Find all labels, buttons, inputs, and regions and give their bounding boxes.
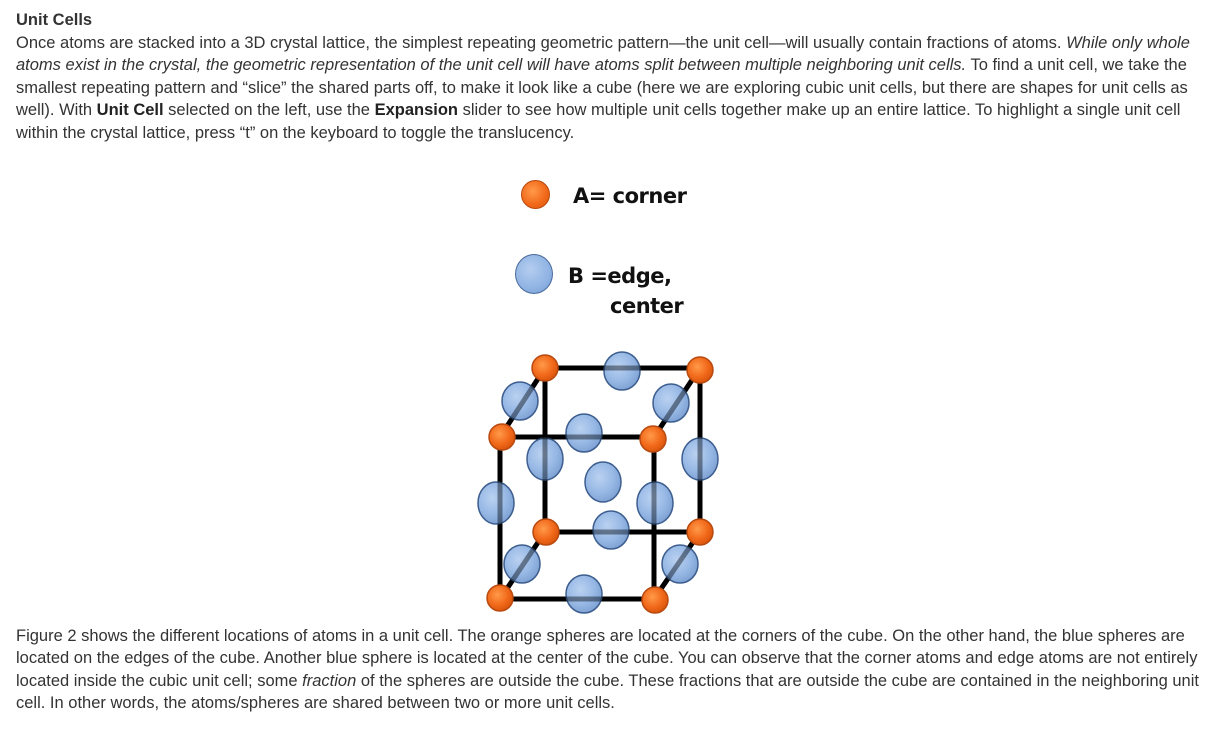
edge-atom <box>681 437 719 481</box>
intro-text-1: Once atoms are stacked into a 3D crystal… <box>16 34 1067 52</box>
intro-text-4: slider to see how multiple unit cells to… <box>16 101 1181 142</box>
cube-edges-front-overlay <box>497 365 703 602</box>
caption-text-1: Figure 2 shows the different locations o… <box>16 627 1198 690</box>
edge-atom <box>477 481 515 525</box>
edge-atom <box>565 413 603 453</box>
edge-atom <box>526 437 564 481</box>
caption-text-2: of the spheres are outside the cube. The… <box>16 671 1199 713</box>
edge-atom <box>503 544 541 584</box>
corner-atom <box>486 584 514 612</box>
center-atom <box>584 461 622 503</box>
corner-atom-legend-icon <box>521 180 550 209</box>
caption-italic-fraction: fraction <box>302 671 357 690</box>
edge-atom <box>565 574 603 614</box>
edge-atom <box>603 351 641 391</box>
corner-atom <box>686 518 714 546</box>
edge-atom <box>652 383 690 423</box>
unit-cell-diagram <box>477 351 719 614</box>
intro-text-3: selected on the left, use the <box>163 101 375 120</box>
corner-atom <box>641 586 669 614</box>
corner-atom <box>488 423 516 451</box>
edge-atom <box>501 381 539 421</box>
corner-atom <box>531 354 559 382</box>
corner-atom <box>686 356 714 384</box>
edge-atom <box>636 481 674 525</box>
orange-corner-atoms <box>486 354 714 614</box>
section-title: Unit Cells <box>16 11 93 29</box>
unit-cell-bold: Unit Cell <box>96 101 164 120</box>
edge-atom-legend-icon <box>515 254 553 294</box>
corner-legend-label: A= corner <box>573 184 687 208</box>
edge-legend-label-2: center <box>610 294 684 318</box>
corner-atom <box>532 518 560 546</box>
expansion-bold: Expansion <box>374 101 459 120</box>
edge-atom <box>661 544 699 584</box>
figure-caption-paragraph: Figure 2 shows the different locations o… <box>16 625 1216 715</box>
corner-atom <box>639 425 667 453</box>
edge-atom <box>592 510 630 550</box>
blue-edge-atoms <box>477 351 719 614</box>
edge-legend-label-1: B =edge, <box>568 264 672 288</box>
intro-italic-text: While only whole atoms exist in the crys… <box>16 34 1190 75</box>
intro-text-2: To find a unit cell, we take the smalles… <box>16 56 1188 120</box>
intro-paragraph: Once atoms are stacked into a 3D crystal… <box>16 32 1216 144</box>
